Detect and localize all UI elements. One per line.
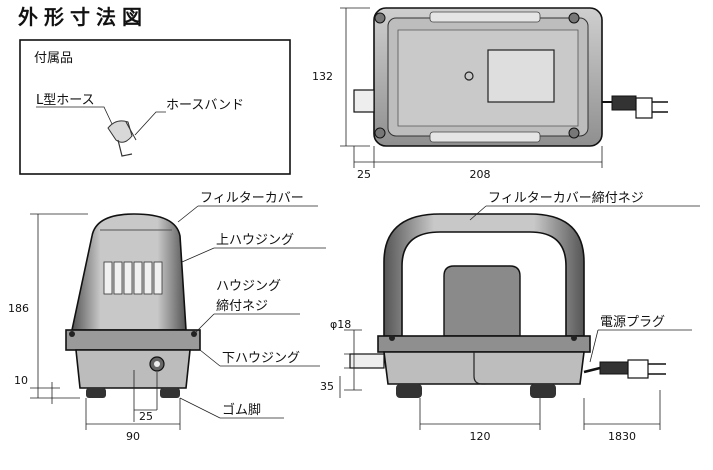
top-view: 132 25 208	[312, 7, 668, 181]
label-housing-screw-line1: ハウジング	[216, 279, 281, 294]
label-lower-housing: 下ハウジング	[222, 351, 300, 366]
label-power-plug: 電源プラグ	[600, 315, 665, 330]
power-plug-icon-top	[602, 95, 668, 119]
label-filter-screw: フィルターカバー締付ネジ	[488, 190, 644, 206]
side-dim-feet: 120	[470, 430, 491, 443]
side-dim-diameter: φ18	[330, 318, 351, 331]
accessories-box: 付属品 L型ホース ホースバンド	[19, 39, 291, 175]
side-dim-nozzle-height: 35	[320, 380, 334, 393]
page-title: 外形寸法図	[18, 5, 148, 29]
label-rubber-feet: ゴム脚	[222, 402, 261, 418]
label-upper-housing: 上ハウジング	[216, 233, 294, 248]
side-dim-cord: 1830	[608, 430, 636, 443]
accessories-heading: 付属品	[34, 51, 73, 66]
front-dim-height: 186	[8, 302, 29, 315]
top-dim-nozzle: 25	[357, 168, 371, 181]
top-dim-height: 132	[312, 70, 333, 83]
side-view: φ18 35 120 1830 フィルターカバー締付ネジ 電源プラグ	[320, 190, 700, 443]
label-l-hose: L型ホース	[36, 93, 95, 108]
top-dim-width: 208	[470, 168, 491, 181]
l-hose-icon	[107, 120, 137, 157]
label-filter-cover: フィルターカバー	[200, 191, 304, 206]
front-dim-nozzle-offset: 25	[139, 410, 153, 423]
front-dim-foot: 10	[14, 374, 28, 387]
power-plug-icon-side	[583, 359, 666, 379]
front-view: 186 10 25 90 フィルターカバー 上ハウジング ハウジング 締付ネジ …	[8, 191, 326, 443]
label-housing-screw-line2: 締付ネジ	[216, 298, 268, 314]
label-hose-band: ホースバンド	[166, 98, 244, 113]
front-dim-width: 90	[126, 430, 140, 443]
